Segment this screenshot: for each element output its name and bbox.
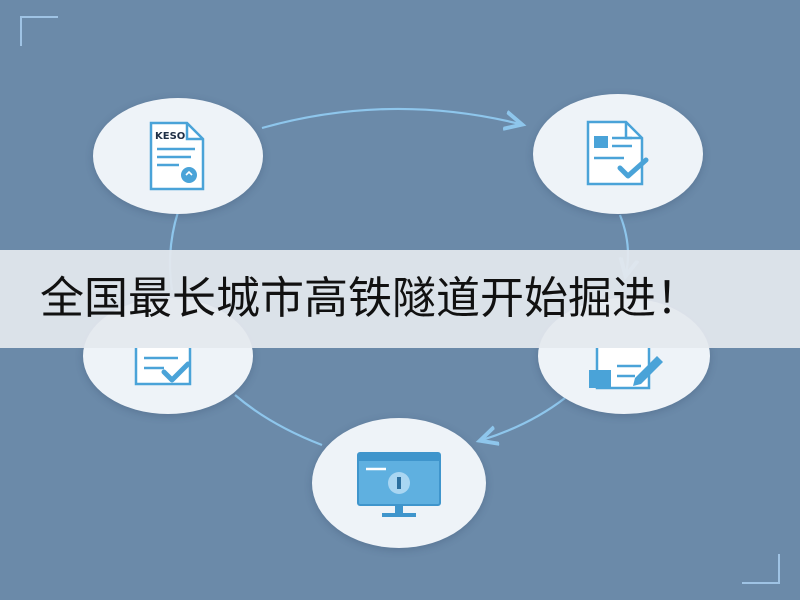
document-icon-label: KESO: [155, 131, 185, 142]
corner-bracket-top-left: [20, 16, 58, 46]
arrow-3-to-4: [482, 397, 566, 440]
step-monitor[interactable]: [312, 418, 486, 548]
arrow-1-to-2: [261, 107, 520, 128]
banner-title: 全国最长城市高铁隧道开始掘进！: [40, 273, 700, 324]
step-document[interactable]: KESO: [93, 98, 263, 214]
document-check-icon: [586, 120, 649, 186]
title-banner: 全国最长城市高铁隧道开始掘进！: [0, 250, 800, 348]
monitor-icon: [357, 452, 441, 517]
arrow-4-to-5: [234, 394, 323, 447]
corner-bracket-bottom-right: [742, 554, 780, 584]
document-edit-icon: [589, 348, 663, 390]
document-icon: KESO: [149, 121, 205, 191]
step-document-check[interactable]: [533, 94, 703, 214]
checklist-icon: [134, 348, 192, 386]
